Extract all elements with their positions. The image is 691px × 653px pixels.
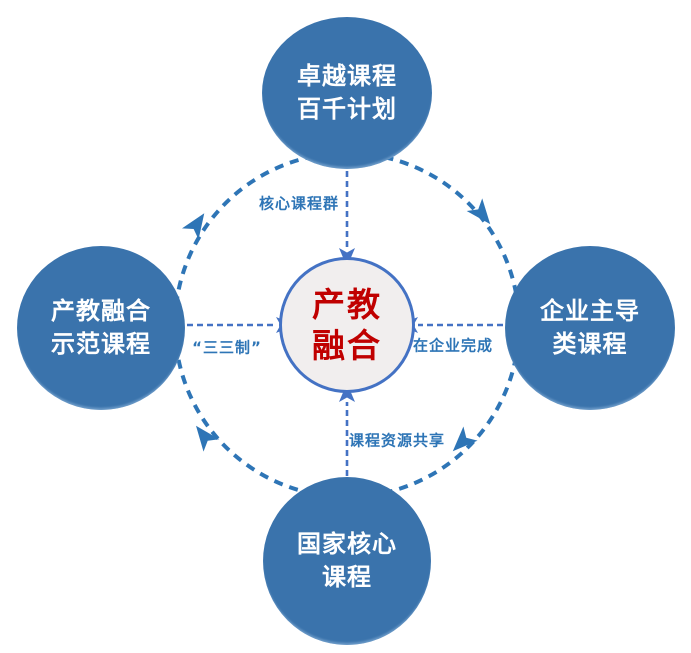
node-left-label-line1: 产教融合 [51, 296, 151, 325]
node-demonstration-courses: 产教融合 示范课程 [17, 246, 185, 410]
edge-label-completed-in-enterprise: 在企业完成 [412, 336, 494, 355]
node-right-label-line1: 企业主导 [540, 296, 640, 325]
ring-arrowhead-top-to-right [466, 198, 491, 225]
node-enterprise-led-courses: 企业主导 类课程 [505, 246, 675, 410]
node-bottom-label-line2: 课程 [322, 563, 372, 591]
node-left-label-line2: 示范课程 [51, 330, 151, 358]
edge-label-three-three-system: “三三制” [192, 338, 262, 357]
edge-label-core-course-group: 核心课程群 [258, 194, 340, 213]
center-label-line2: 融合 [312, 326, 382, 365]
node-national-core-courses: 国家核心 课程 [263, 477, 431, 645]
node-top-label-line1: 卓越课程 [297, 61, 397, 90]
center-label-line1: 产教 [312, 284, 382, 324]
node-top-label-line2: 百千计划 [297, 95, 397, 123]
edge-label-course-resource-sharing: 课程资源共享 [348, 431, 446, 450]
node-excellent-courses: 卓越课程 百千计划 [262, 17, 432, 169]
ring-arrowhead-left-to-top [181, 213, 205, 240]
node-right-label-line2: 类课程 [552, 330, 628, 358]
ring-arrowhead-right-to-bottom [452, 426, 478, 452]
node-center-industry-education-integration: 产教 融合 [279, 257, 415, 393]
node-bottom-label-line1: 国家核心 [297, 529, 397, 558]
ring-arrowhead-bottom-to-left [195, 425, 220, 452]
